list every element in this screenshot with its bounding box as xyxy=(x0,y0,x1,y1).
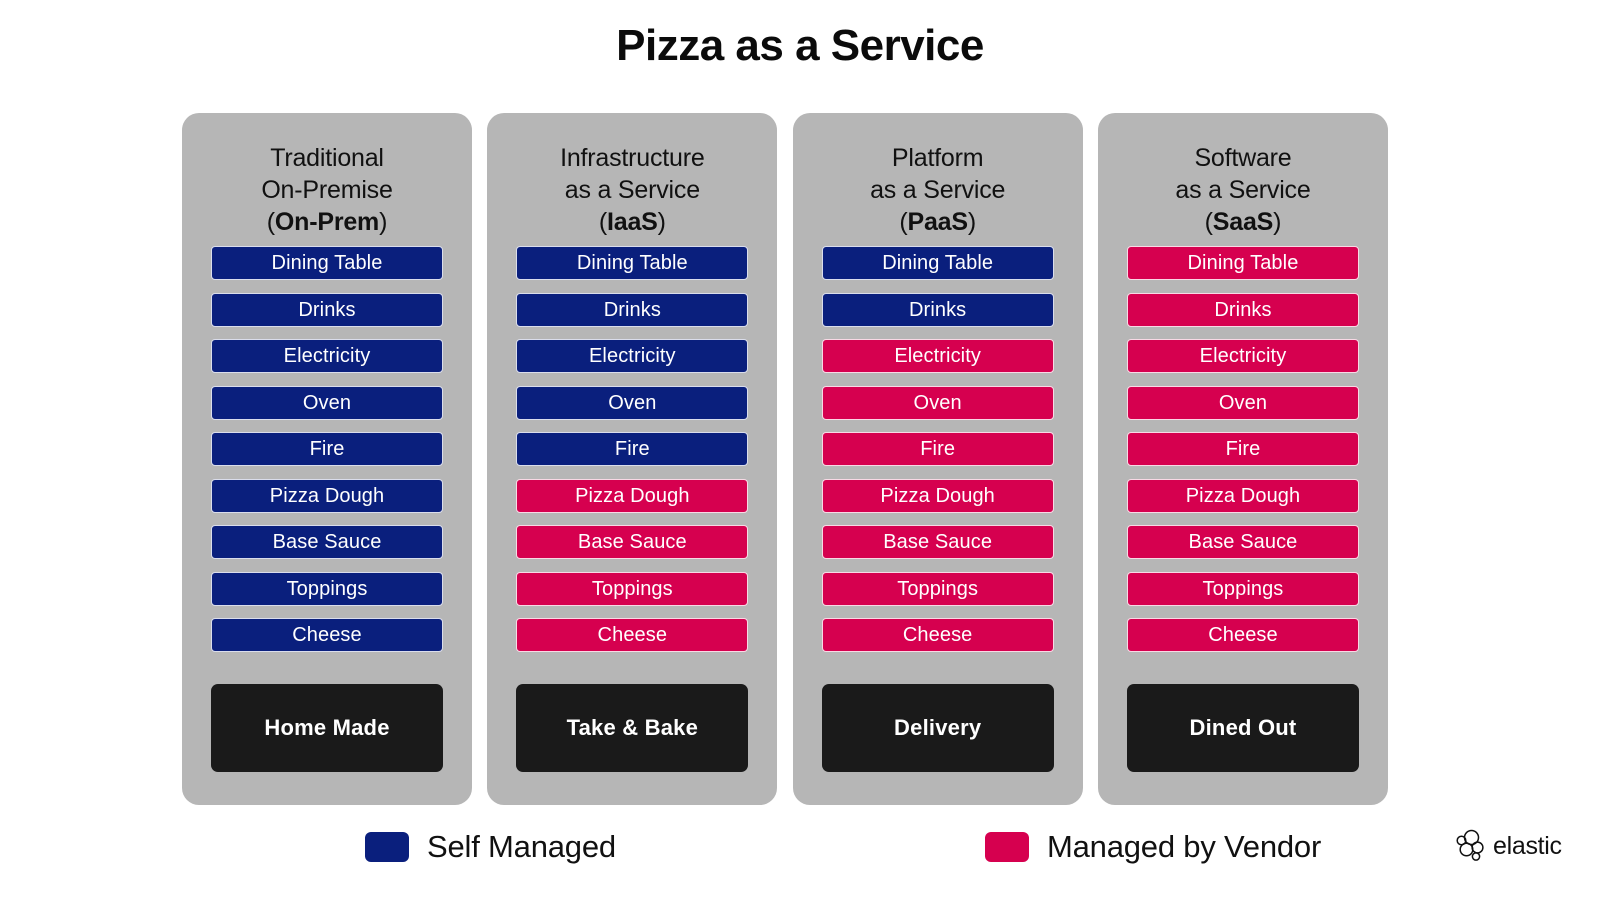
column-acronym: SaaS xyxy=(1212,208,1274,236)
brand-wordmark: elastic xyxy=(1493,832,1562,860)
legend-label-self-managed: Self Managed xyxy=(427,829,616,864)
column-footer-label: Take & Bake xyxy=(516,684,749,772)
layer-bar: Pizza Dough xyxy=(1126,478,1359,513)
paren-close: ) xyxy=(1273,208,1282,236)
column-header-acronym-line: (SaaS) xyxy=(1098,206,1388,238)
layer-bar: Cheese xyxy=(516,618,749,652)
legend-label-managed-by-vendor: Managed by Vendor xyxy=(1047,829,1322,864)
layer-bar: Drinks xyxy=(1126,292,1359,327)
elastic-cluster-icon xyxy=(1452,828,1488,864)
layer-bar: Dining Table xyxy=(1126,246,1359,280)
column-acronym: On-Prem xyxy=(274,208,380,236)
layer-bar: Electricity xyxy=(516,339,749,373)
column-acronym: PaaS xyxy=(907,208,968,236)
column-header-acronym-line: (PaaS) xyxy=(793,206,1083,238)
column-header-line2: as a Service xyxy=(870,176,1006,204)
layer-bar: Pizza Dough xyxy=(821,478,1054,513)
layer-bar: Cheese xyxy=(1126,618,1359,652)
layer-bar: Toppings xyxy=(211,571,443,606)
layer-bar: Dining Table xyxy=(211,246,443,280)
layer-bar: Fire xyxy=(821,432,1054,466)
layer-bar: Fire xyxy=(1126,432,1359,466)
layer-bar: Drinks xyxy=(516,292,749,327)
paren-close: ) xyxy=(657,208,666,236)
legend: Self Managed Managed by Vendor xyxy=(0,826,1600,882)
column-header-line1: Software xyxy=(1194,144,1292,172)
paren-open: ( xyxy=(266,208,275,236)
layer-bar: Cheese xyxy=(211,618,443,652)
column-acronym: IaaS xyxy=(607,208,658,236)
paren-open: ( xyxy=(598,208,607,236)
paren-close: ) xyxy=(967,208,976,236)
layer-bar: Drinks xyxy=(821,292,1054,327)
layer-bar: Electricity xyxy=(211,339,443,373)
layer-bar: Base Sauce xyxy=(1126,525,1359,559)
column-header-line1: Infrastructure xyxy=(560,144,705,172)
column-header-line2: as a Service xyxy=(1175,176,1311,204)
column-header-acronym-line: (IaaS) xyxy=(487,206,777,238)
paren-open: ( xyxy=(1204,208,1213,236)
layer-bar: Toppings xyxy=(516,571,749,606)
layer-bar: Base Sauce xyxy=(516,525,749,559)
legend-swatch-managed-by-vendor xyxy=(985,832,1029,862)
layer-bar: Oven xyxy=(211,385,443,420)
legend-item-managed-by-vendor: Managed by Vendor xyxy=(985,830,1321,864)
column-header-line2: On-Premise xyxy=(261,176,393,204)
legend-item-self-managed: Self Managed xyxy=(365,830,616,864)
layer-bar: Pizza Dough xyxy=(516,478,749,513)
column-footer-label: Home Made xyxy=(211,684,443,772)
column-header-line2: as a Service xyxy=(564,176,700,204)
column-header-acronym-line: (On-Prem) xyxy=(182,206,472,238)
layer-bar: Cheese xyxy=(821,618,1054,652)
layer-bar: Oven xyxy=(821,385,1054,420)
layer-bar: Dining Table xyxy=(821,246,1054,280)
layer-bar: Drinks xyxy=(211,292,443,327)
column-footer-label: Dined Out xyxy=(1126,684,1359,772)
column-footer-label: Delivery xyxy=(821,684,1054,772)
page-title: Pizza as a Service xyxy=(616,21,984,70)
layer-bar: Pizza Dough xyxy=(211,478,443,513)
paren-open: ( xyxy=(899,208,908,236)
brand-logo: elastic xyxy=(1452,828,1562,864)
layer-bar: Electricity xyxy=(821,339,1054,373)
layer-bar: Fire xyxy=(516,432,749,466)
layer-bar: Toppings xyxy=(1126,571,1359,606)
layer-bar: Oven xyxy=(1126,385,1359,420)
layer-bar: Base Sauce xyxy=(821,525,1054,559)
layer-bar: Electricity xyxy=(1126,339,1359,373)
layer-bar: Dining Table xyxy=(516,246,749,280)
column-header-line1: Platform xyxy=(891,144,984,172)
layer-bar: Base Sauce xyxy=(211,525,443,559)
legend-swatch-self-managed xyxy=(365,832,409,862)
layer-bar: Fire xyxy=(211,432,443,466)
paren-close: ) xyxy=(379,208,388,236)
layer-bar: Toppings xyxy=(821,571,1054,606)
layer-bar: Oven xyxy=(516,385,749,420)
column-header-line1: Traditional xyxy=(270,144,384,172)
